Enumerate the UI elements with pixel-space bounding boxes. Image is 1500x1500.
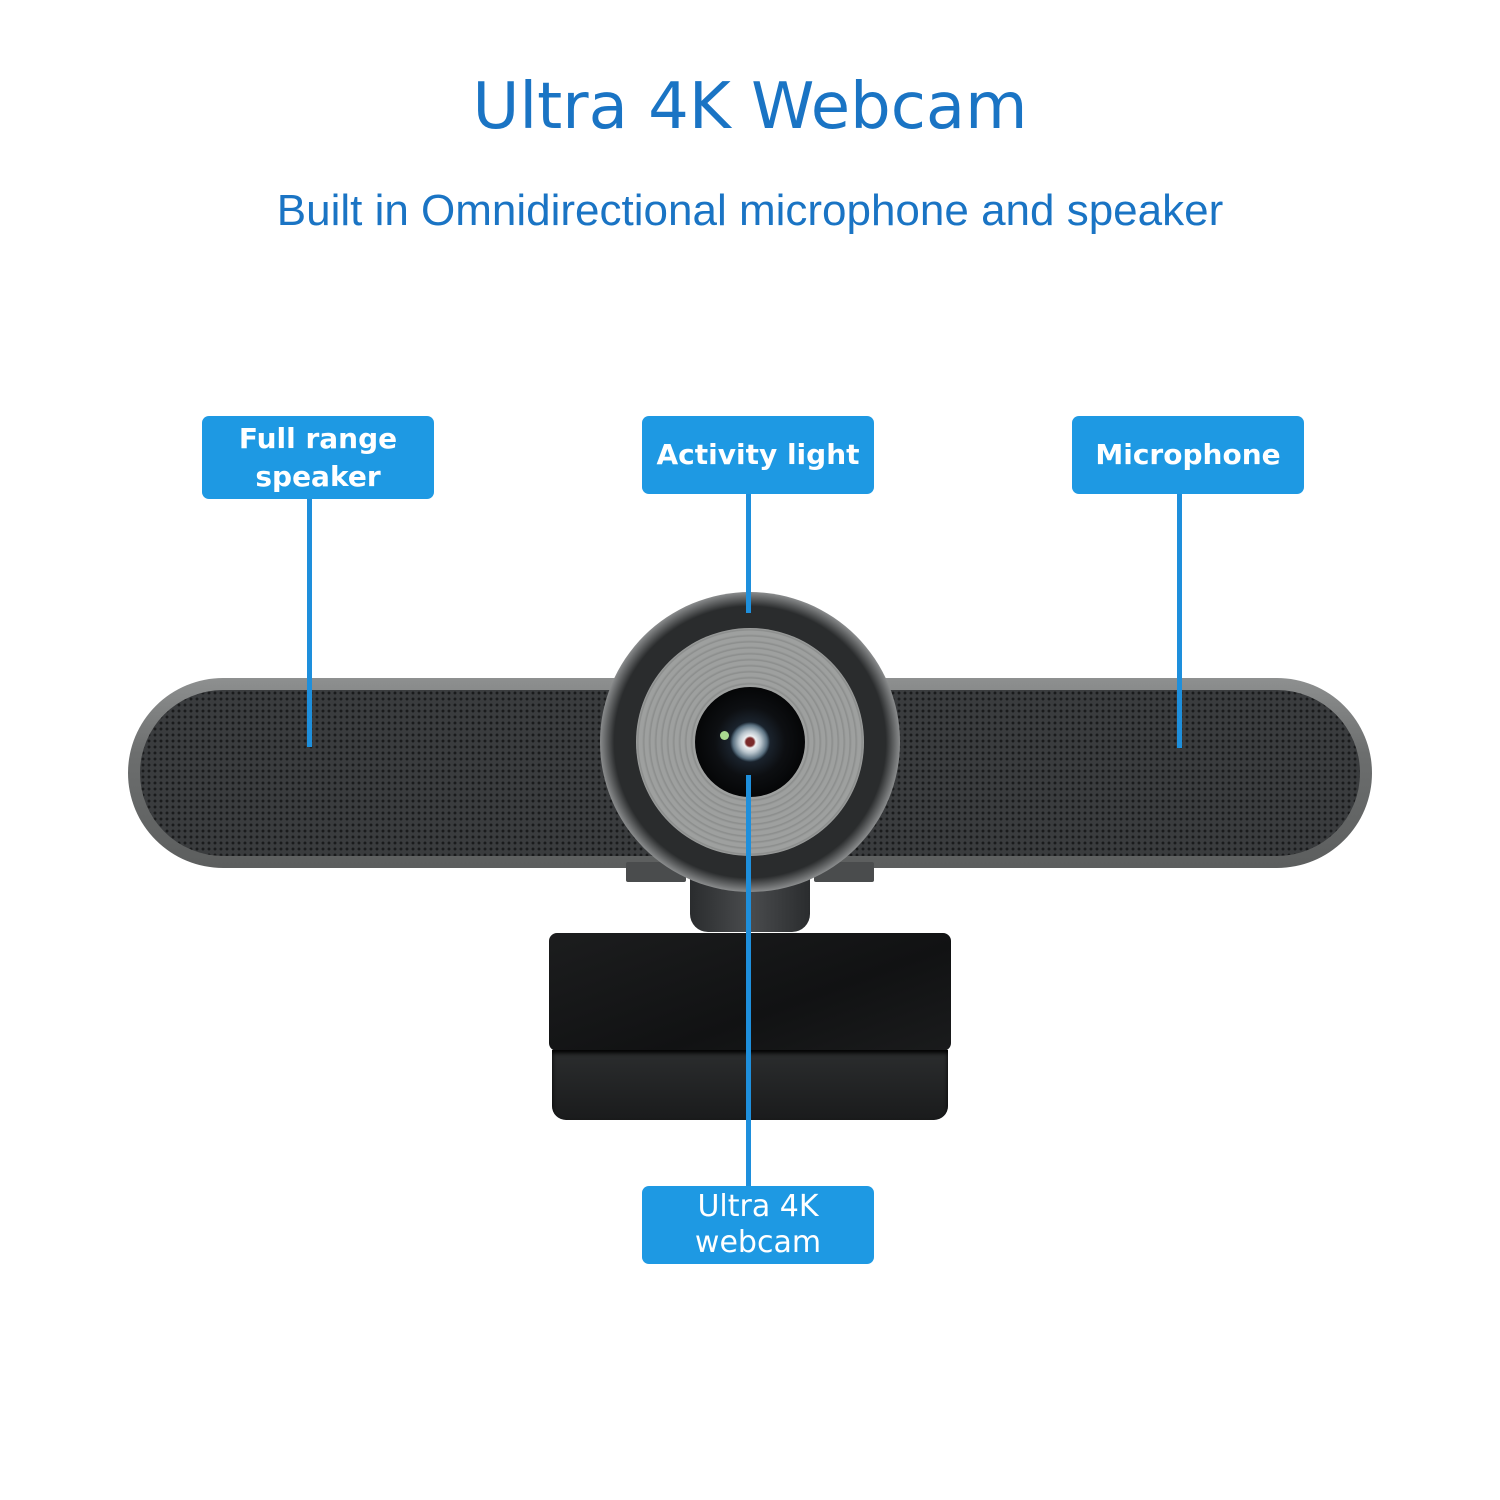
activity-light-label: Activity light [642,416,874,494]
speaker-callout-line [307,497,312,747]
speaker-label-line1: Full range [238,421,398,455]
activity-light-callout-line [746,493,751,613]
activity-light-label-text: Activity light [656,438,860,471]
speaker-label: Full range speaker [202,416,434,499]
lens-glass [730,722,770,762]
activity-led [720,731,729,740]
speaker-label-line2: speaker [255,459,381,493]
webcam-label-line1: Ultra 4K [697,1189,819,1224]
webcam-label: Ultra 4K webcam [642,1186,874,1264]
webcam-label-line2: webcam [694,1225,822,1260]
page-subtitle: Built in Omnidirectional microphone and … [276,186,1224,235]
microphone-callout-line [1177,493,1182,748]
microphone-label: Microphone [1072,416,1304,494]
webcam-callout-line [746,775,751,1187]
page-title: Ultra 4K Webcam [472,70,1028,144]
microphone-label-text: Microphone [1095,438,1281,471]
